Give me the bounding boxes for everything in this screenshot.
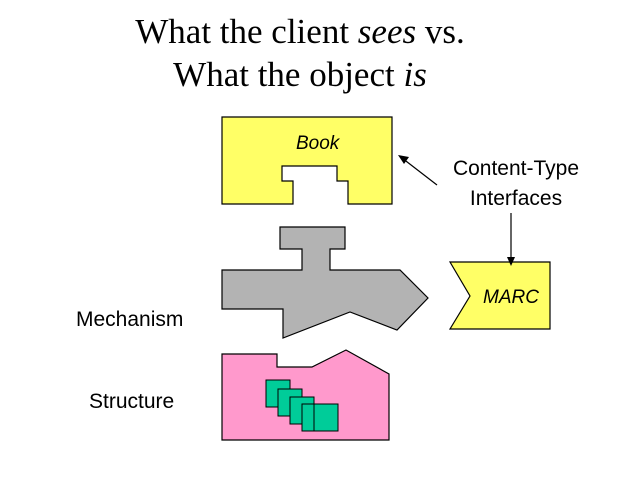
arrow-to-marc-head [507,257,515,266]
book-shape [221,116,393,205]
mechanism-label: Mechanism [76,308,184,331]
marc-label: MARC [483,287,539,308]
structure-label: Structure [89,390,175,413]
marc-shape [448,261,551,330]
mechanism-shape [221,226,429,339]
structure-block-5 [313,403,339,432]
content-type-label-line-1: Content-Type [452,157,580,180]
title-line-2: What the object is [173,55,427,94]
content-type-label-line-2: Interfaces [469,187,563,210]
title-line-1: What the client sees vs. [135,12,465,51]
book-label: Book [296,133,340,154]
structure-shape [221,349,390,441]
arrow-to-book-head [398,155,409,164]
arrow-to-book [401,157,438,186]
